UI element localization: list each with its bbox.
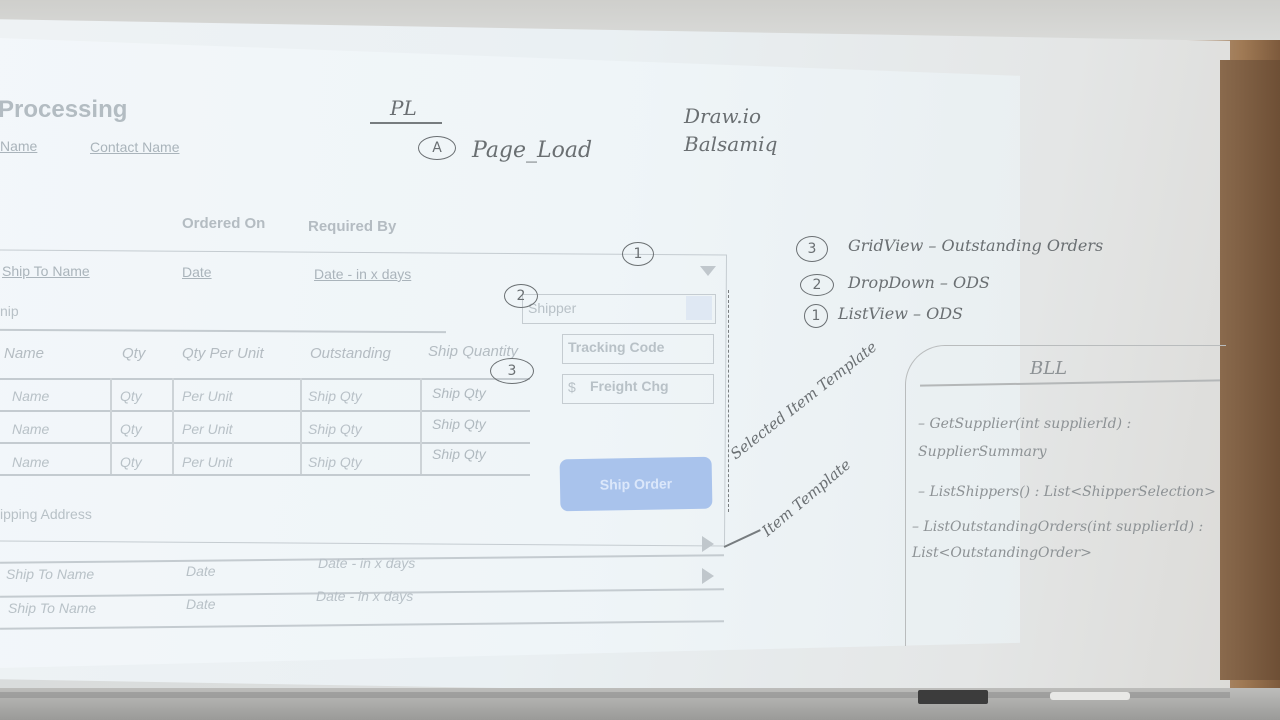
required-date: Date - in x days bbox=[318, 555, 416, 571]
row-ship-qty-input[interactable]: Ship Qty bbox=[432, 416, 486, 432]
filter-contact-name[interactable]: Contact Name bbox=[90, 139, 180, 155]
control-num: 3 bbox=[796, 236, 828, 262]
grid-line bbox=[0, 474, 530, 476]
circle-2: 2 bbox=[504, 284, 538, 308]
expand-arrow-icon[interactable] bbox=[702, 536, 714, 552]
grid-line bbox=[0, 442, 530, 444]
eraser bbox=[918, 690, 988, 704]
col-outstanding: Outstanding bbox=[310, 345, 391, 362]
freight-charge-label: Freight Chg bbox=[590, 378, 669, 394]
row-ship-qty-input[interactable]: Ship Qty bbox=[432, 446, 486, 462]
selected-template-bracket bbox=[728, 290, 729, 512]
control-num: 2 bbox=[800, 274, 834, 296]
control-gridview: GridView – Outstanding Orders bbox=[848, 236, 1104, 255]
notes-field[interactable]: nip bbox=[0, 303, 19, 319]
shipping-address-label: ipping Address bbox=[0, 506, 92, 522]
shipper-dropdown[interactable] bbox=[522, 294, 716, 324]
tool-drawio: Draw.io bbox=[684, 104, 762, 128]
control-dropdown: DropDown – ODS bbox=[848, 273, 990, 292]
row-per-unit: Per Unit bbox=[182, 454, 233, 470]
grid-vline bbox=[172, 378, 174, 474]
row-qty: Qty bbox=[120, 388, 142, 404]
bll-item: – GetSupplier(int supplierId) : Supplier… bbox=[918, 416, 1132, 460]
order-date: Date bbox=[186, 596, 216, 612]
row-per-unit: Per Unit bbox=[182, 421, 233, 437]
bll-box bbox=[905, 345, 1226, 646]
col-ship-quantity: Ship Quantity bbox=[428, 343, 519, 360]
shipper-placeholder: Shipper bbox=[528, 300, 577, 316]
row-ship-qty-input[interactable]: Ship Qty bbox=[432, 385, 486, 401]
col-qty-per-unit: Qty Per Unit bbox=[182, 345, 264, 362]
marker bbox=[1050, 692, 1130, 700]
tray-edge bbox=[0, 692, 1230, 698]
row-qty: Qty bbox=[120, 421, 142, 437]
bll-item: – ListOutstandingOrders(int supplierId) … bbox=[912, 519, 1204, 561]
header-required-by: Required By bbox=[308, 218, 397, 235]
ship-to-name: Ship To Name bbox=[2, 263, 90, 279]
page-title: Processing bbox=[0, 96, 128, 123]
pl-underline bbox=[370, 122, 442, 124]
grid-line bbox=[0, 378, 530, 380]
dropdown-chevron-icon[interactable] bbox=[686, 296, 712, 320]
row-name: Name bbox=[12, 454, 50, 470]
col-qty: Qty bbox=[122, 345, 146, 362]
row-outstanding: Ship Qty bbox=[308, 388, 362, 404]
collapse-arrow-icon[interactable] bbox=[700, 266, 716, 276]
tracking-code-placeholder: Tracking Code bbox=[568, 339, 665, 355]
freight-prefix: $ bbox=[568, 379, 576, 395]
order-date: Date bbox=[186, 563, 216, 579]
circle-a: A bbox=[418, 136, 456, 160]
expand-arrow-icon[interactable] bbox=[702, 568, 714, 584]
ship-order-button[interactable]: Ship Order bbox=[559, 456, 713, 512]
grid-vline bbox=[300, 378, 302, 474]
pl-annotation: PL bbox=[390, 96, 417, 120]
grid-vline bbox=[420, 378, 422, 474]
tool-balsamiq: Balsamiq bbox=[684, 132, 778, 156]
required-date: Date - in x days bbox=[314, 266, 412, 282]
row-name: Name bbox=[12, 421, 50, 437]
whiteboard-frame bbox=[1220, 60, 1280, 680]
filter-name[interactable]: Name bbox=[0, 138, 38, 154]
freight-charge-input[interactable] bbox=[562, 374, 714, 404]
header-ordered-on: Ordered On bbox=[182, 215, 266, 232]
ship-to-name: Ship To Name bbox=[6, 566, 95, 582]
ship-to-name: Ship To Name bbox=[8, 600, 97, 616]
bll-item: – ListShippers() : List<ShipperSelection… bbox=[918, 484, 1216, 500]
row-qty: Qty bbox=[120, 454, 142, 470]
required-date: Date - in x days bbox=[316, 588, 414, 604]
control-listview: ListView – ODS bbox=[838, 304, 964, 323]
row-name: Name bbox=[12, 388, 50, 404]
control-num: 1 bbox=[804, 304, 828, 328]
page-load-annotation: Page_Load bbox=[472, 138, 593, 163]
row-outstanding: Ship Qty bbox=[308, 421, 362, 437]
row-outstanding: Ship Qty bbox=[308, 454, 362, 470]
tracking-code-input[interactable] bbox=[562, 334, 714, 364]
order-date: Date bbox=[182, 264, 212, 280]
grid-vline bbox=[110, 378, 112, 474]
circle-3: 3 bbox=[490, 358, 534, 384]
row-per-unit: Per Unit bbox=[182, 388, 233, 404]
bll-title: BLL bbox=[1030, 358, 1068, 379]
projected-wireframe bbox=[0, 38, 1020, 668]
circle-1: 1 bbox=[622, 242, 654, 266]
grid-line bbox=[0, 410, 530, 412]
col-name: Name bbox=[4, 345, 45, 362]
